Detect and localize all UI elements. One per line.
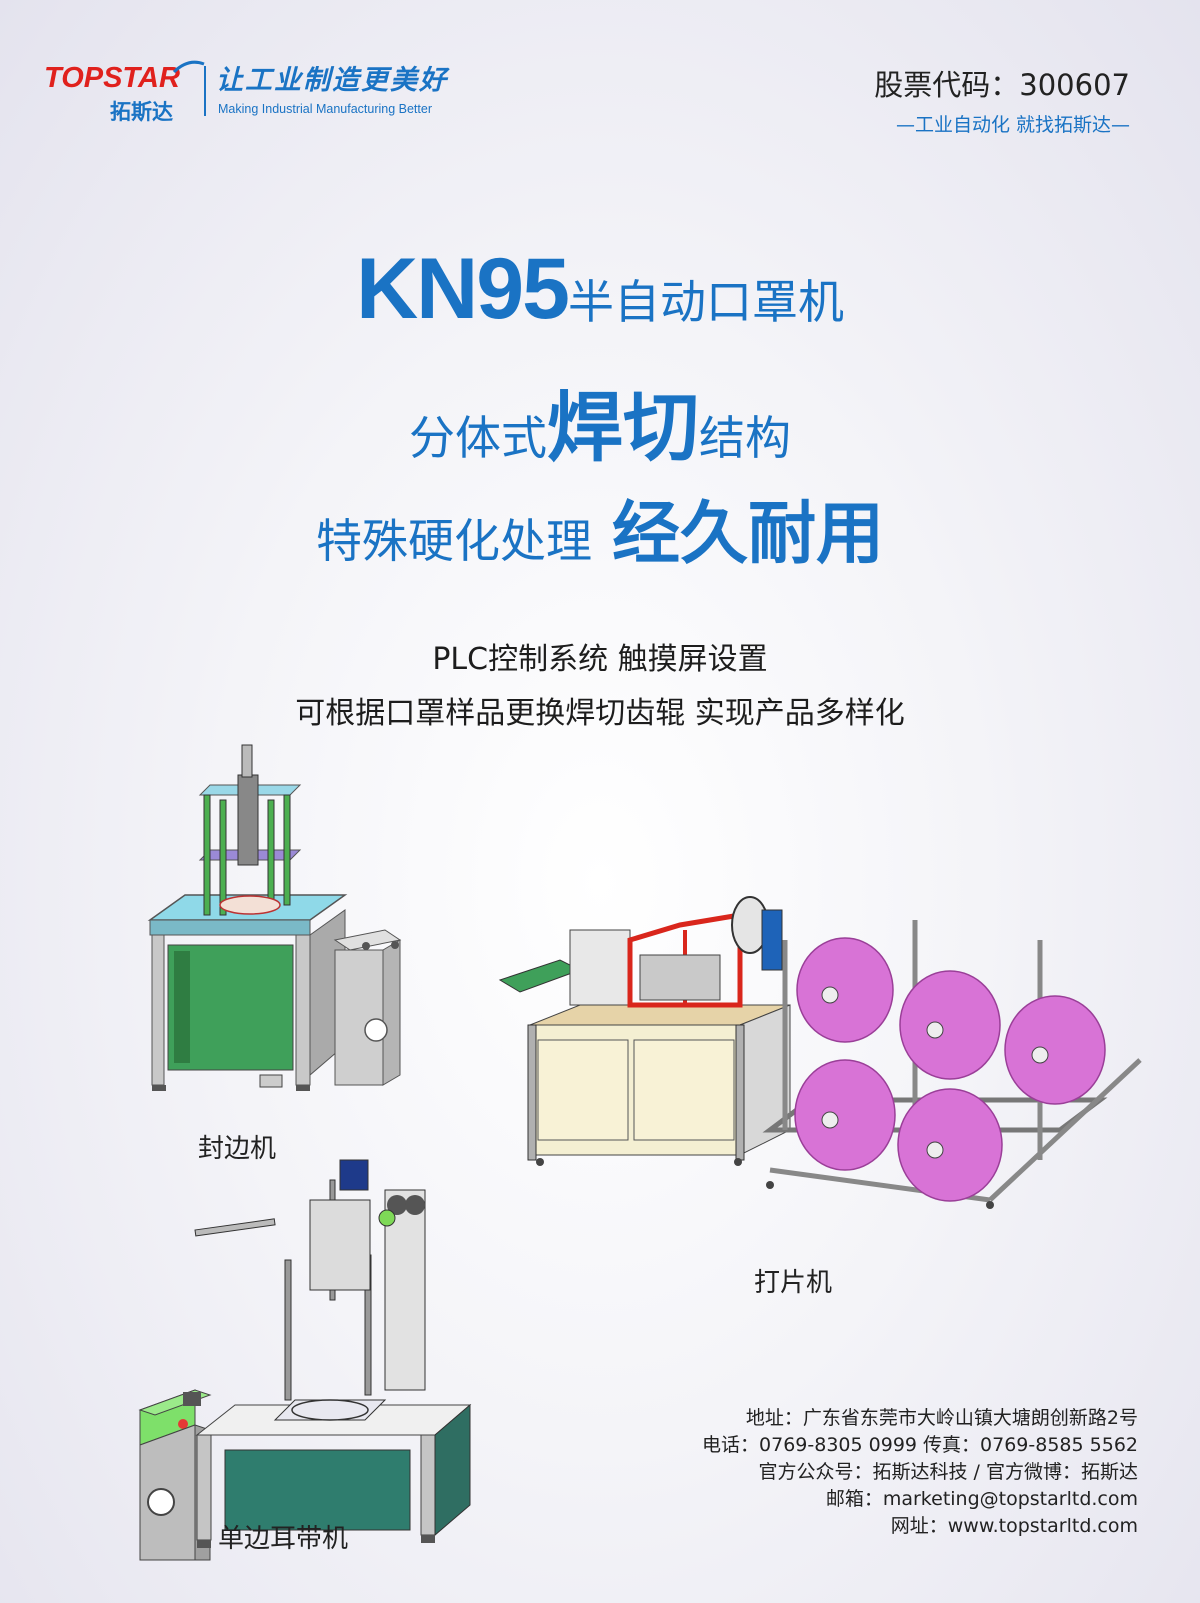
logo-slogan-en: Making Industrial Manufacturing Better bbox=[218, 102, 432, 116]
contact-email[interactable]: 邮箱：marketing@topstarltd.com bbox=[825, 1488, 1138, 1510]
headline-2-emphasis: 焊切 bbox=[547, 383, 699, 472]
label-edge-sealer: 封边机 bbox=[198, 1134, 277, 1164]
logo-divider bbox=[204, 66, 206, 116]
headline-line-1: KN95半自动口罩机 bbox=[0, 240, 1200, 339]
headline-2-pre: 分体式 bbox=[409, 411, 547, 465]
fabric-rolls bbox=[794, 937, 1106, 1202]
headline-product: 半自动口罩机 bbox=[567, 275, 844, 329]
feature-line-1: PLC控制系统 触摸屏设置 bbox=[432, 642, 768, 677]
contact-website[interactable]: 网址：www.topstarltd.com bbox=[890, 1515, 1138, 1537]
feature-line-2: 可根据口罩样品更换焊切齿辊 实现产品多样化 bbox=[295, 696, 905, 731]
logo-swoosh-icon bbox=[172, 60, 205, 74]
headline-2-post: 结构 bbox=[699, 411, 791, 465]
edge-sealer-illustration bbox=[147, 744, 402, 1091]
headline-line-2: 分体式焊切结构 bbox=[0, 366, 1200, 476]
headline-line-3: 特殊硬化处理经久耐用 bbox=[0, 478, 1200, 577]
stock-block: 股票代码：300607 —工业自动化 就找拓斯达— bbox=[874, 62, 1130, 137]
label-ear-loop-machine: 单边耳带机 bbox=[218, 1524, 349, 1554]
contact-block: 地址：广东省东莞市大岭山镇大塘朗创新路2号 电话：0769-8305 0999 … bbox=[702, 1405, 1138, 1540]
label-blank-maker: 打片机 bbox=[754, 1268, 833, 1298]
brand-logo: TOPSTAR 拓斯达 让工业制造更美好 Making Industrial M… bbox=[44, 58, 484, 128]
ear-loop-illustration bbox=[138, 1159, 472, 1561]
logo-brand-text: TOPSTAR bbox=[44, 62, 180, 94]
stock-code: 股票代码：300607 bbox=[874, 68, 1130, 102]
contact-phone: 电话：0769-8305 0999 传真：0769-8585 5562 bbox=[702, 1434, 1138, 1456]
logo-cn-text: 拓斯达 bbox=[110, 100, 173, 124]
headline-3-pre: 特殊硬化处理 bbox=[315, 514, 592, 568]
contact-social: 官方公众号：拓斯达科技 / 官方微博：拓斯达 bbox=[758, 1461, 1138, 1483]
contact-address: 地址：广东省东莞市大岭山镇大塘朗创新路2号 bbox=[745, 1407, 1138, 1429]
logo-slogan: 让工业制造更美好 bbox=[216, 65, 448, 96]
blank-maker-illustration bbox=[498, 896, 1142, 1209]
headline-3-emphasis: 经久耐用 bbox=[611, 495, 884, 574]
company-tagline: —工业自动化 就找拓斯达— bbox=[895, 114, 1130, 136]
headline-kn95: KN95 bbox=[356, 241, 570, 337]
